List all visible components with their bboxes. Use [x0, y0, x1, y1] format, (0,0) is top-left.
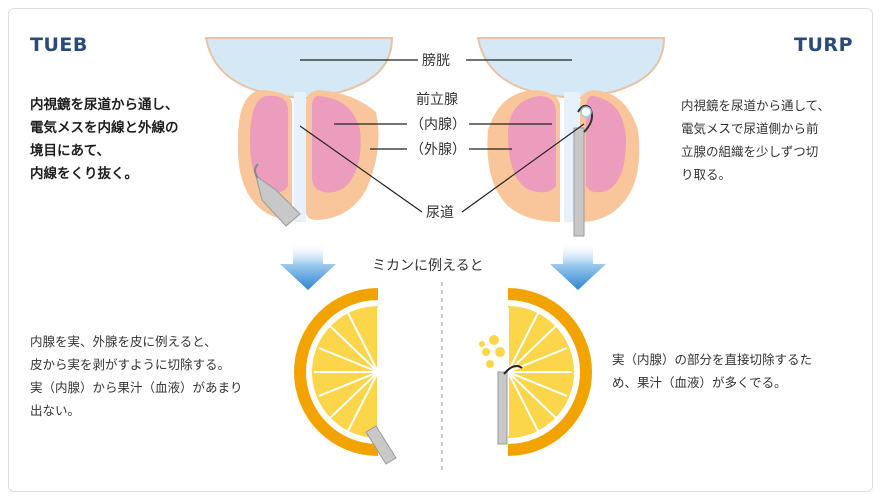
tueb-orange-illustration: [294, 288, 397, 465]
label-inner-gland: （内腺）: [407, 114, 469, 134]
right-description-line: 内視鏡を尿道から通して、: [681, 98, 831, 113]
tueb-down-arrow: [280, 244, 336, 290]
label-outer-gland: （外腺）: [407, 139, 469, 159]
turp-orange-cutting-loop: [503, 365, 523, 375]
juice-splash: [479, 335, 505, 368]
left-heading: TUEB: [30, 34, 88, 56]
turp-resectoscope: [573, 127, 585, 237]
tueb-endoscope-tip: [254, 163, 259, 179]
turp-orange-illustration: [479, 288, 592, 456]
right-description: 内視鏡を尿道から通して、 電気メスで尿道側から前 立腺の組織を少しずつ切 り取る…: [681, 94, 830, 186]
tueb-orange-endoscope: [365, 425, 397, 465]
bottom-left-description-line: 内腺を実、外腺を皮に例えると、: [30, 334, 217, 349]
right-description-line: 電気メスで尿道側から前: [681, 121, 819, 136]
bottom-right-description-line: め、果汁（血液）が多くでる。: [612, 375, 787, 390]
label-bladder: 膀胱: [419, 50, 453, 70]
left-description: 内視鏡を尿道から通し、 電気メスを内線と外線の 境目にあて、 内線をくり抜く。: [30, 94, 179, 186]
left-description-line: 電気メスを内線と外線の: [30, 120, 179, 136]
label-prostate: 前立腺: [413, 89, 461, 109]
tueb-urethra: [294, 92, 306, 222]
bottom-right-description: 実（内腺）の部分を直接切除するた め、果汁（血液）が多くでる。: [612, 348, 812, 394]
left-description-line: 内線をくり抜く。: [30, 166, 138, 182]
tueb-endoscope: [255, 174, 301, 227]
bottom-left-description-line: 実（内腺）から果汁（血液）があまり: [30, 380, 243, 395]
bottom-right-description-line: 実（内腺）の部分を直接切除するた: [612, 352, 813, 367]
leader-lines: [299, 59, 585, 213]
tueb-bladder: [204, 37, 394, 100]
turp-prostate-illustration: [476, 37, 666, 237]
turp-inner-gland-left: [507, 96, 556, 193]
turp-down-arrow: [550, 244, 606, 290]
right-heading: TURP: [794, 34, 853, 56]
left-description-line: 境目にあて、: [30, 143, 111, 159]
turp-loop-highlight: [580, 106, 592, 118]
left-description-line: 内視鏡を尿道から通し、: [30, 97, 179, 113]
diagram-frame: [8, 8, 873, 492]
turp-bladder: [476, 37, 666, 100]
right-description-line: り取る。: [681, 167, 732, 182]
tueb-orange-segments: [314, 308, 379, 436]
label-urethra: 尿道: [423, 202, 457, 222]
orange-caption: ミカンに例えると: [372, 258, 484, 274]
tueb-inner-gland-left: [250, 95, 288, 193]
turp-orange-segments: [507, 308, 572, 436]
bottom-left-description-line: 皮から実を剥がすように切除する。: [30, 357, 231, 372]
bottom-left-description: 内腺を実、外腺を皮に例えると、 皮から実を剥がすように切除する。 実（内腺）から…: [30, 330, 243, 422]
tueb-prostate-illustration: [204, 37, 394, 227]
turp-inner-gland-right: [586, 96, 626, 193]
right-description-line: 立腺の組織を少しずつ切: [681, 144, 819, 159]
bottom-left-description-line: 出ない。: [30, 403, 81, 418]
turp-orange-resectoscope: [497, 371, 508, 445]
tueb-inner-gland-right: [312, 96, 361, 193]
